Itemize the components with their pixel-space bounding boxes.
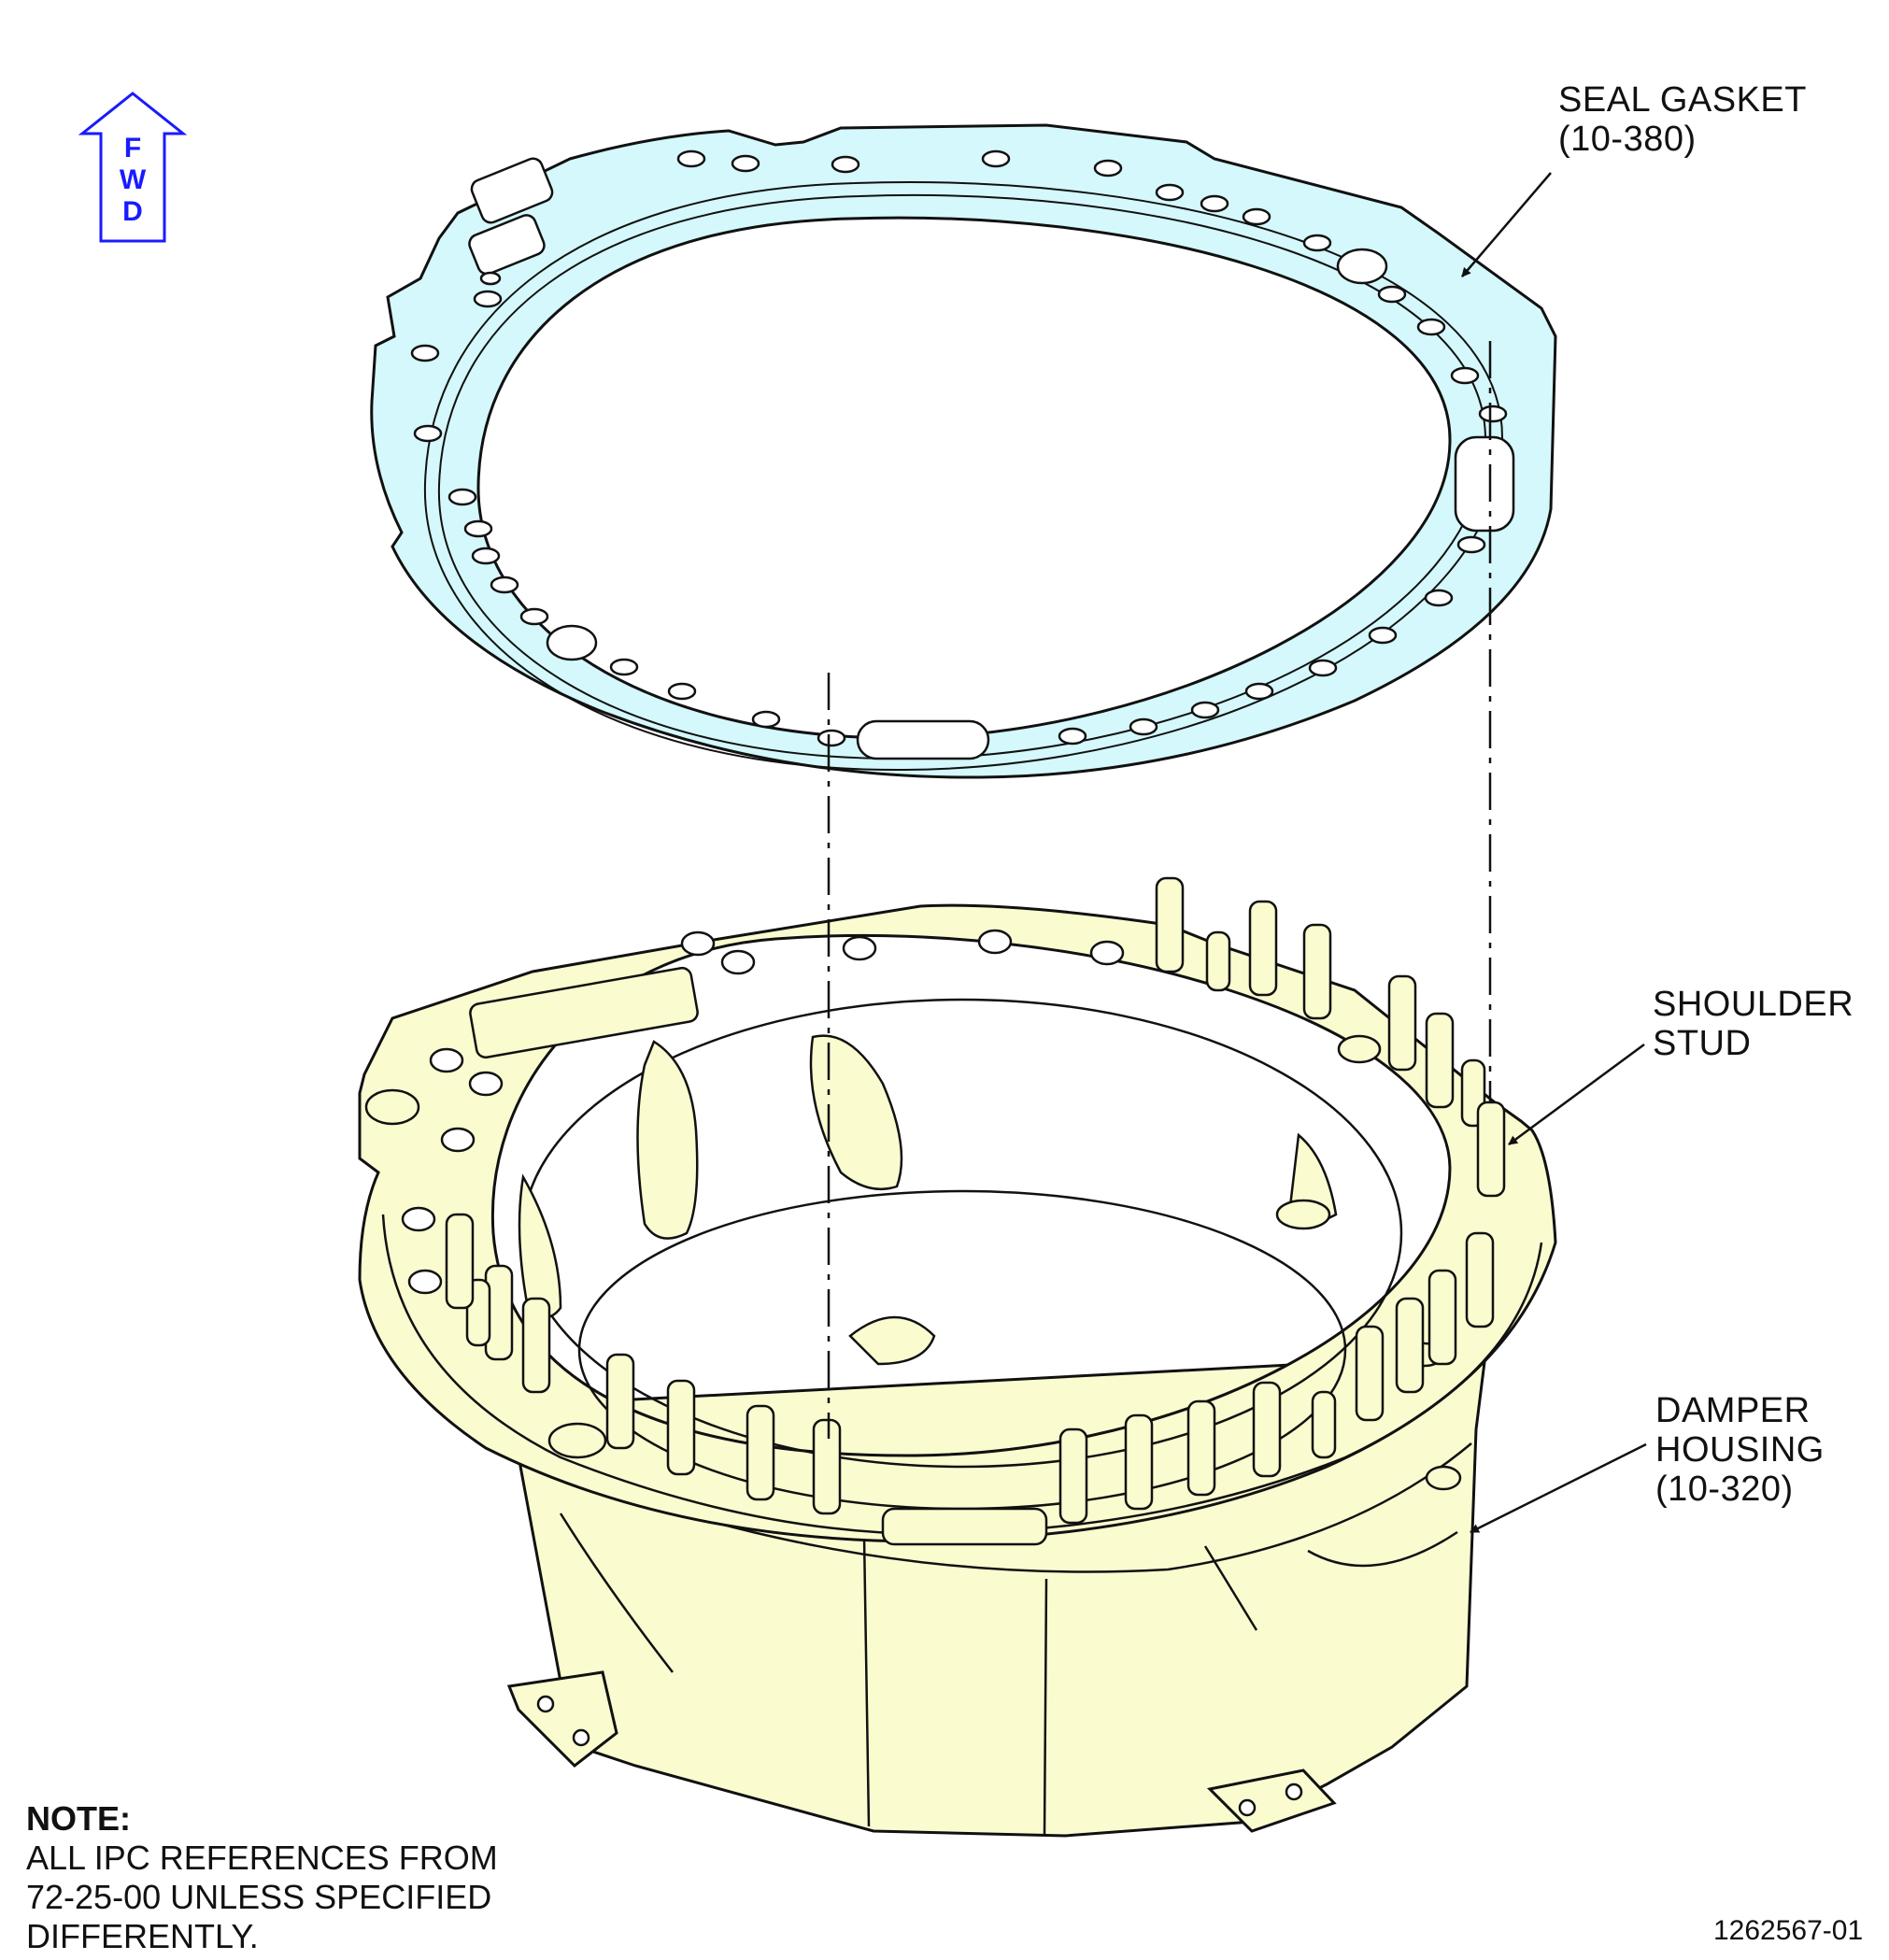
shoulder-stud-leader-arrow <box>1508 1043 1645 1146</box>
seal-gasket-ref: (10-380) <box>1558 120 1697 159</box>
damper-housing-callout: DAMPER HOUSING (10-320) <box>1655 1391 1825 1509</box>
note-line-2: 72-25-00 UNLESS SPECIFIED <box>26 1878 492 1916</box>
note-title: NOTE: <box>26 1799 131 1838</box>
seal-gasket-label: SEAL GASKET <box>1558 80 1807 120</box>
seal-gasket-leader-arrow <box>1461 172 1552 277</box>
fwd-letter-w: W <box>120 164 147 195</box>
note-line-1: ALL IPC REFERENCES FROM <box>26 1839 498 1877</box>
fwd-letter-f: F <box>124 133 141 163</box>
note-block: NOTE: ALL IPC REFERENCES FROM 72-25-00 U… <box>26 1799 498 1956</box>
damper-housing-label-line1: DAMPER <box>1655 1391 1811 1430</box>
damper-housing-part <box>358 876 1557 1838</box>
fwd-letter-d: D <box>122 196 143 227</box>
leader-arrows <box>1461 172 1647 1534</box>
fwd-arrow-icon: F W D <box>78 92 188 243</box>
shoulder-stud-label-line1: SHOULDER <box>1653 985 1854 1024</box>
damper-housing-leader-arrow <box>1470 1442 1647 1534</box>
shoulder-stud-callout: SHOULDER STUD <box>1653 985 1853 1063</box>
shoulder-stud-label-line2: STUD <box>1653 1024 1752 1063</box>
seal-gasket-part <box>370 123 1557 779</box>
figure-number: 1262567-01 <box>1713 1915 1864 1946</box>
damper-housing-label-line2: HOUSING <box>1655 1430 1825 1470</box>
alignment-centerline <box>827 341 1492 1439</box>
damper-housing-ref: (10-320) <box>1655 1470 1794 1509</box>
seal-gasket-callout: SEAL GASKET (10-380) <box>1558 80 1807 159</box>
note-line-3: DIFFERENTLY. <box>26 1917 259 1955</box>
